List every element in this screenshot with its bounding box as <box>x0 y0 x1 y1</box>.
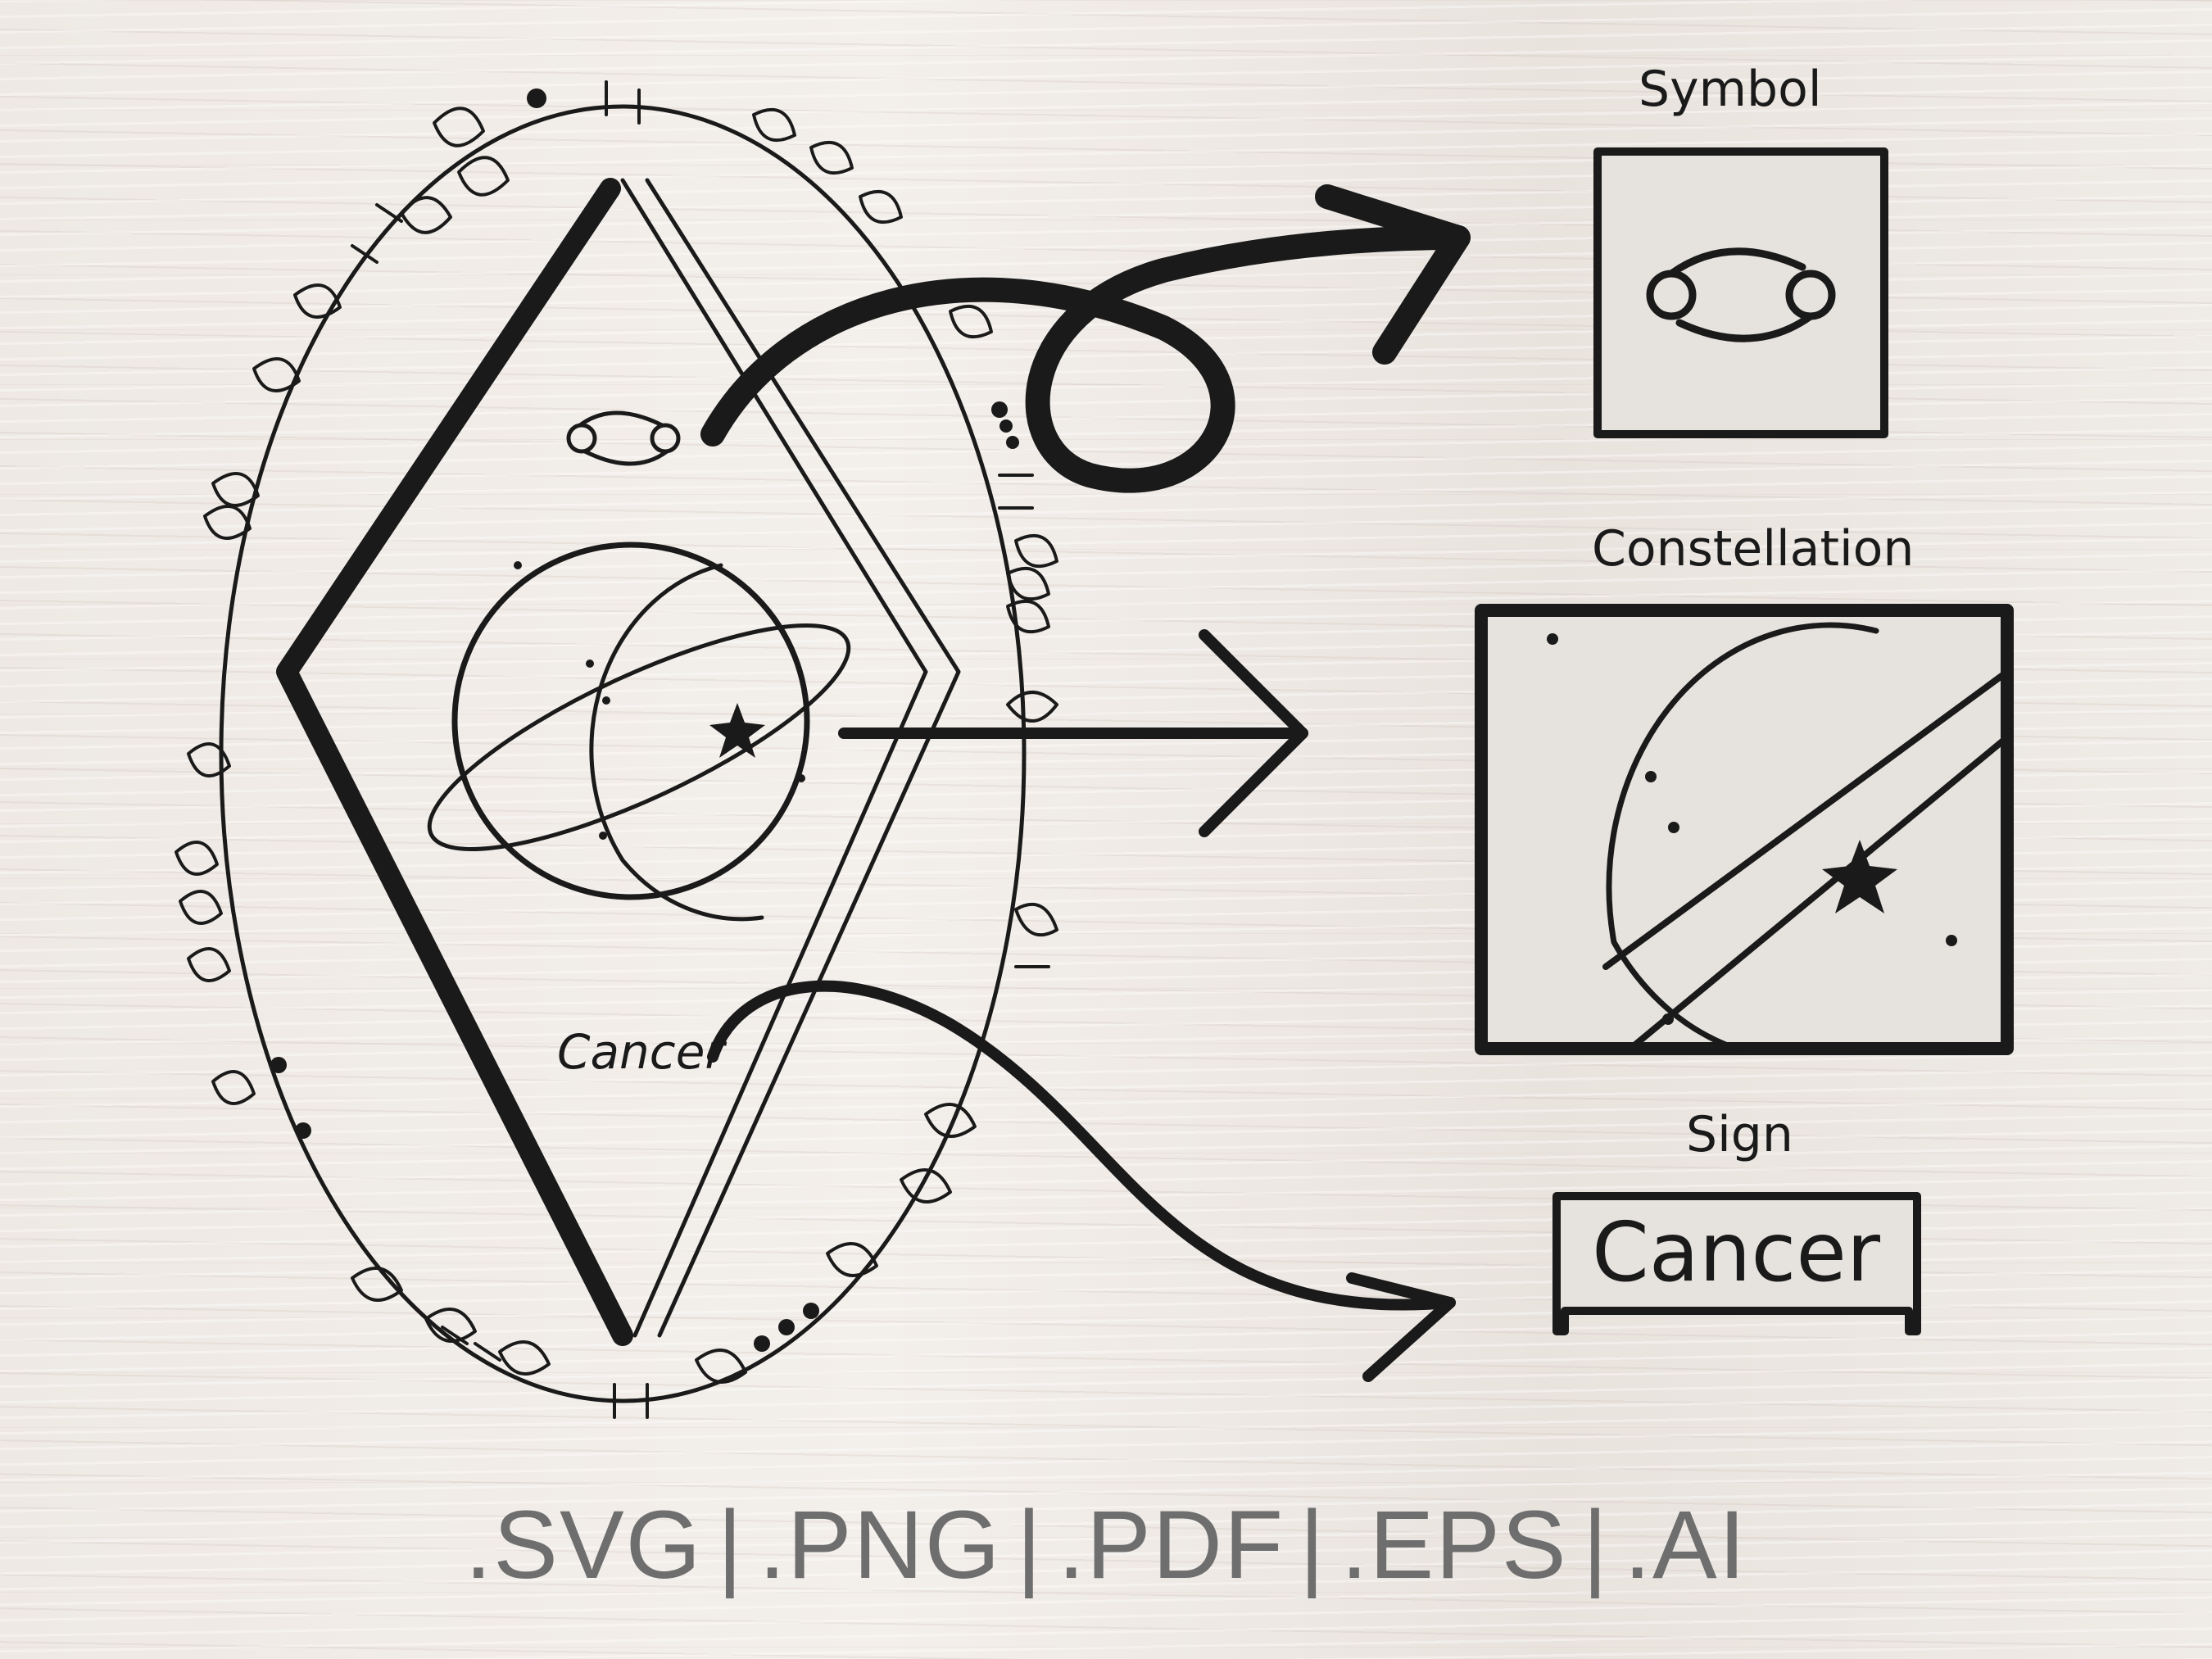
straight-arrow-to-constellation-head <box>1199 629 1308 837</box>
wavy-arrow-to-sign <box>707 980 1456 1311</box>
constellation-panel <box>1475 604 2014 1055</box>
format-ai: .AI <box>1624 1491 1747 1599</box>
file-format-list: .SVG | .PNG | .PDF | .EPS | .AI <box>0 1489 2212 1601</box>
sign-banner-text: Cancer <box>1591 1204 1881 1300</box>
double-line-diamond <box>620 178 961 1338</box>
format-separator: | <box>1016 1491 1044 1599</box>
wreath-oval <box>219 104 1027 1403</box>
format-png: .PNG <box>759 1491 1002 1599</box>
artwork-cancer-symbol <box>566 410 681 466</box>
panel-cancer-symbol-icon <box>1646 247 1836 342</box>
format-separator: | <box>1299 1491 1326 1599</box>
floral-wreath <box>175 80 1058 1419</box>
constellation-stars <box>1547 633 1957 1025</box>
format-separator: | <box>1582 1491 1610 1599</box>
constellation-label: Constellation <box>1592 520 1915 578</box>
sign-banner <box>1552 1192 1921 1335</box>
curly-arrow-to-symbol-head <box>1315 184 1471 365</box>
constellation-detail <box>1602 622 2001 1042</box>
format-svg: .SVG <box>465 1491 703 1599</box>
sign-label: Sign <box>1686 1106 1793 1163</box>
format-pdf: .PDF <box>1058 1491 1285 1599</box>
thick-diamond-frame <box>276 178 633 1346</box>
symbol-panel <box>1593 147 1888 438</box>
symbol-label: Symbol <box>1639 61 1822 118</box>
format-separator: | <box>717 1491 745 1599</box>
artwork-sign-text: Cancer <box>557 1024 725 1080</box>
format-eps: .EPS <box>1340 1491 1568 1599</box>
artwork-planet <box>427 542 851 922</box>
curly-arrow-to-symbol <box>700 225 1471 493</box>
artwork-stars <box>514 561 805 840</box>
wavy-arrow-to-sign-head <box>1346 1272 1456 1382</box>
